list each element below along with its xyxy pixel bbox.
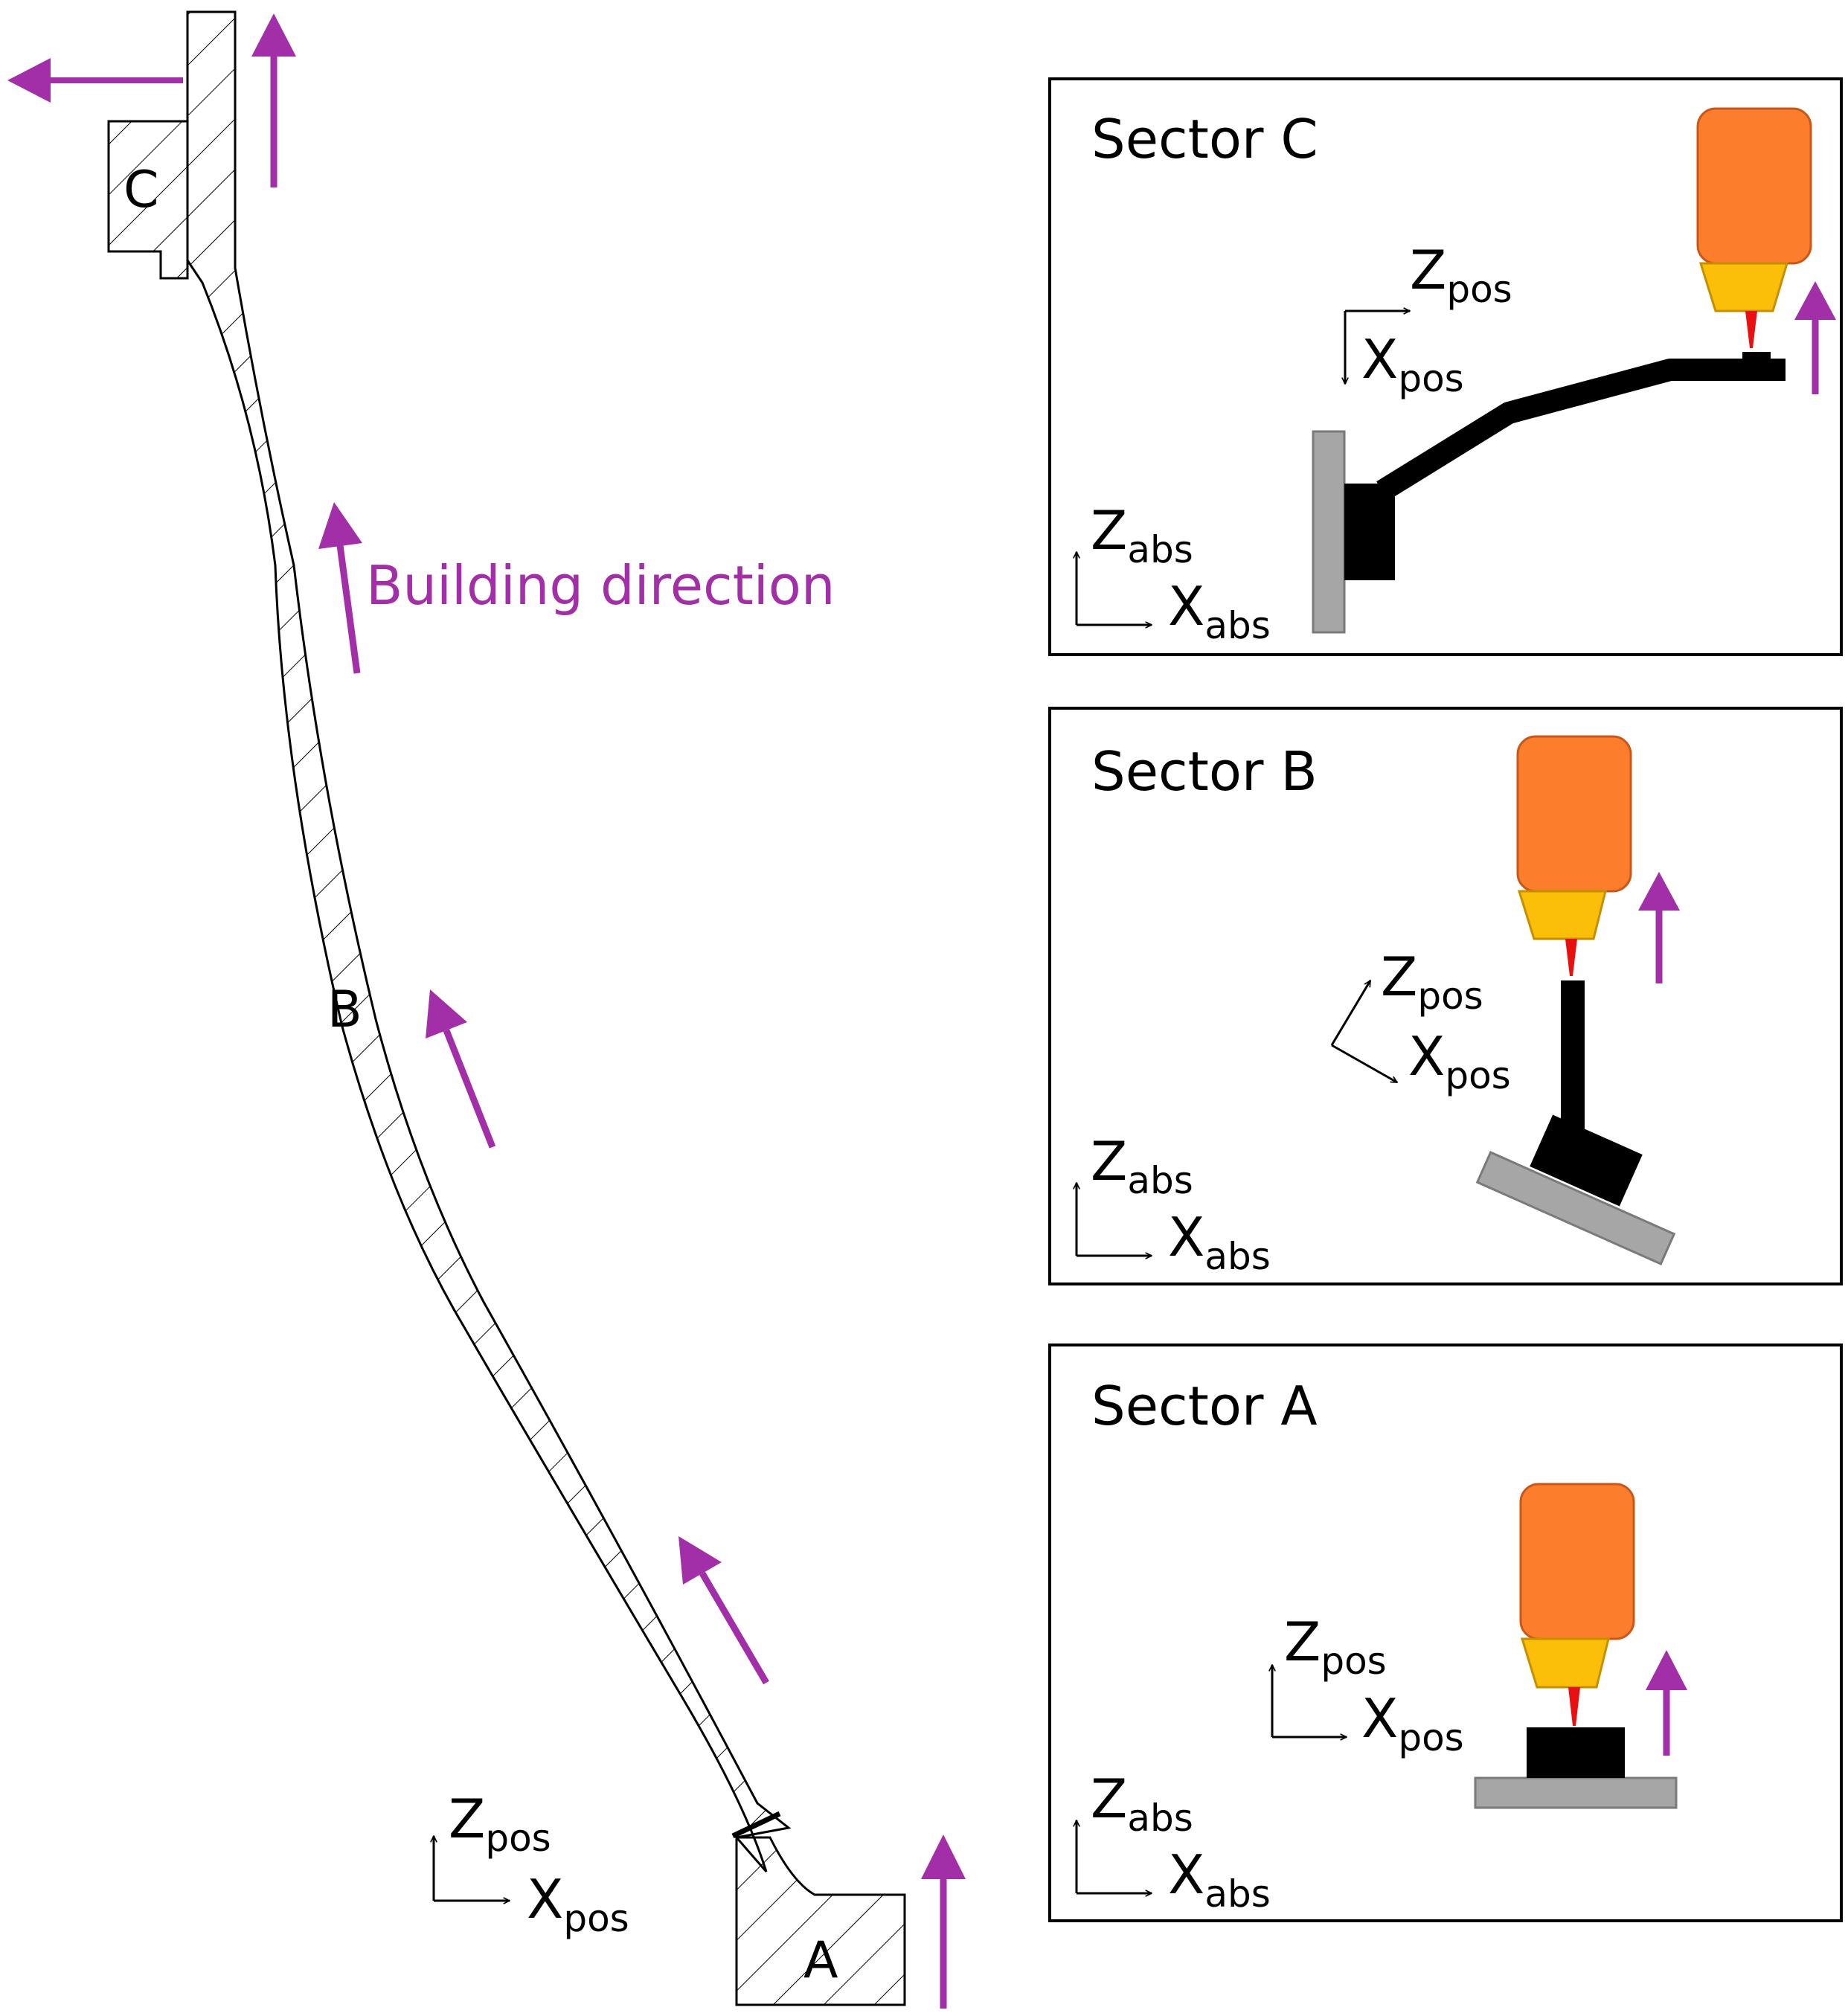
laser-beam xyxy=(1745,311,1757,348)
axis-x-sub: pos xyxy=(1398,357,1463,400)
arrow-middle xyxy=(426,989,496,1149)
arrow-up-bottom xyxy=(921,1834,966,2009)
axis-x-letter: X xyxy=(1168,1843,1204,1906)
part-label-a: A xyxy=(803,1931,838,1990)
axis-z-letter: Z xyxy=(1381,946,1417,1008)
axis-x-sub: pos xyxy=(563,1897,629,1940)
arrow-up-top xyxy=(251,13,296,187)
deposited-wall xyxy=(1561,980,1585,1141)
axis-x-letter: X xyxy=(1168,1206,1204,1268)
part-block-a xyxy=(735,1836,906,2006)
arrow-building-direction xyxy=(318,502,362,674)
build-arrow-sector-b xyxy=(1638,872,1680,983)
svg-text:Xabs: Xabs xyxy=(1168,575,1271,647)
axis-z-sub: abs xyxy=(1127,1159,1193,1202)
axis-z-letter: Z xyxy=(1091,1130,1127,1192)
axis-z-sub: abs xyxy=(1127,1797,1193,1840)
svg-text:Zabs: Zabs xyxy=(1091,499,1193,571)
svg-text:Zpos: Zpos xyxy=(1381,946,1483,1018)
deposited-block xyxy=(1530,1114,1643,1207)
axis-z-letter: Z xyxy=(1091,1768,1127,1830)
laser-beam xyxy=(1565,939,1577,976)
nozzle xyxy=(1520,1637,1610,1689)
building-direction-label: Building direction xyxy=(366,554,835,617)
axis-x-sub: abs xyxy=(1204,1235,1270,1278)
panel-sector-c: Sector C Zpos Xpos Zabs Xabs xyxy=(1048,77,1843,656)
panel-sector-b: Sector B Zpos Xpos Zabs xyxy=(1048,707,1843,1285)
build-arrow-sector-a xyxy=(1646,1650,1687,1756)
axis-z-letter: Z xyxy=(1284,1611,1321,1673)
axis-x-letter: X xyxy=(1408,1025,1445,1088)
axis-x-letter: X xyxy=(527,1868,563,1930)
axis-z-letter: Z xyxy=(1091,499,1127,562)
nozzle xyxy=(1698,262,1789,312)
arrow-left-top xyxy=(7,58,183,103)
svg-text:Xpos: Xpos xyxy=(1408,1025,1511,1097)
axis-z-sub: pos xyxy=(485,1817,551,1860)
deposited-wall xyxy=(1376,359,1786,501)
deposited-block xyxy=(1527,1727,1625,1778)
axes-pos-sector-b: Zpos Xpos xyxy=(1330,946,1511,1097)
svg-text:Zabs: Zabs xyxy=(1091,1768,1193,1840)
arrow-lower xyxy=(678,1536,769,1685)
axis-x-letter: X xyxy=(1361,328,1398,391)
axis-z-letter: Z xyxy=(1410,239,1446,301)
build-arrow-sector-c xyxy=(1794,281,1836,394)
svg-text:Xabs: Xabs xyxy=(1168,1843,1271,1916)
axis-z-letter: Z xyxy=(449,1788,485,1850)
axes-pos-sector-a: Zpos Xpos xyxy=(1272,1611,1464,1759)
deposition-head xyxy=(1519,1483,1635,1640)
axis-x-letter: X xyxy=(1168,575,1204,638)
svg-text:Xpos: Xpos xyxy=(527,1868,629,1940)
part-label-b: B xyxy=(327,980,362,1039)
axis-x-sub: abs xyxy=(1204,604,1270,647)
svg-text:Xabs: Xabs xyxy=(1168,1206,1271,1278)
axis-z-sub: pos xyxy=(1446,268,1512,311)
svg-text:Xpos: Xpos xyxy=(1361,1687,1464,1759)
deposition-head xyxy=(1696,107,1812,265)
nozzle xyxy=(1517,890,1607,940)
svg-text:Zpos: Zpos xyxy=(1410,239,1512,311)
axis-z-sub: pos xyxy=(1321,1640,1386,1683)
axes-pos-left: Zpos Xpos xyxy=(434,1788,629,1940)
panel-title-sector-c: Sector C xyxy=(1091,108,1318,170)
panel-sector-a: Sector A Zpos Xpos Zabs Xabs xyxy=(1048,1344,1843,1922)
svg-text:Zpos: Zpos xyxy=(1284,1611,1387,1683)
substrate xyxy=(1312,430,1346,634)
panel-title-sector-b: Sector B xyxy=(1091,740,1318,803)
svg-text:Zpos: Zpos xyxy=(449,1788,551,1860)
axis-z-sub: pos xyxy=(1417,975,1483,1018)
axes-pos-sector-c: Zpos Xpos xyxy=(1345,239,1512,400)
deposited-block xyxy=(1344,484,1395,580)
axes-abs-sector-b: Zabs Xabs xyxy=(1077,1130,1271,1278)
part-label-c: C xyxy=(123,161,158,219)
substrate xyxy=(1475,1151,1676,1265)
svg-text:Zabs: Zabs xyxy=(1091,1130,1193,1202)
axis-x-sub: abs xyxy=(1204,1872,1270,1916)
part-profile xyxy=(107,10,906,2006)
deposition-head xyxy=(1516,735,1632,893)
svg-text:Xpos: Xpos xyxy=(1361,328,1464,400)
axis-z-sub: abs xyxy=(1127,528,1193,571)
deposition-tip xyxy=(1742,352,1771,371)
substrate xyxy=(1474,1776,1678,1809)
axis-x-letter: X xyxy=(1361,1687,1398,1750)
axis-x-sub: pos xyxy=(1398,1716,1463,1759)
part-body xyxy=(186,10,792,1872)
build-arrows xyxy=(7,13,966,2009)
panel-title-sector-a: Sector A xyxy=(1091,1375,1318,1437)
section-divider xyxy=(731,1811,781,1839)
laser-beam xyxy=(1568,1687,1580,1726)
axis-x-sub: pos xyxy=(1445,1054,1510,1097)
axes-abs-sector-c: Zabs Xabs xyxy=(1077,499,1271,647)
axes-abs-sector-a: Zabs Xabs xyxy=(1077,1768,1271,1916)
